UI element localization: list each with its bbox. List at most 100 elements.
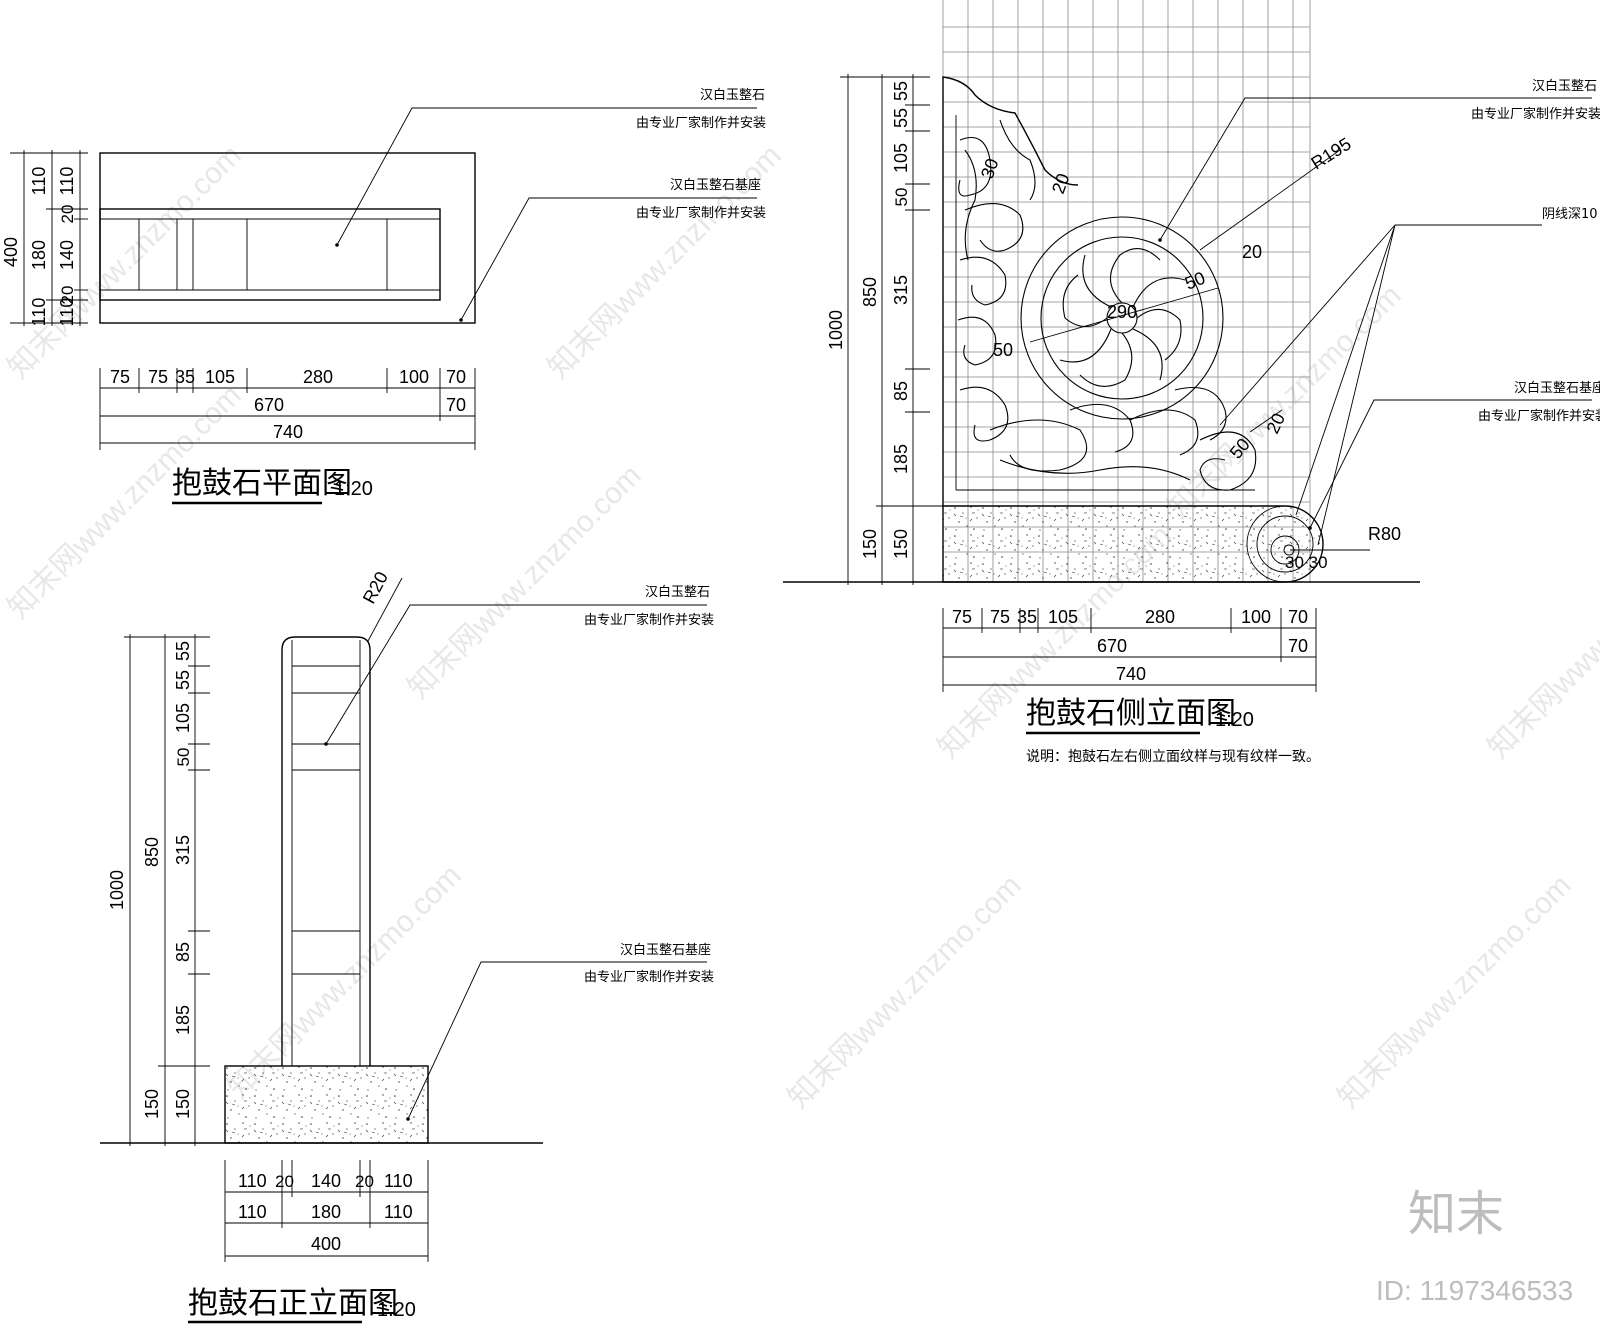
- image-id: ID: 1197346533: [1376, 1275, 1573, 1306]
- watermark-layer: 知末网www.znzmo.com 知末网www.znzmo.com 知末网www…: [2, 139, 1600, 1115]
- side-dim-mid-0: 850: [860, 277, 880, 307]
- front-dim-b3: 400: [311, 1234, 341, 1254]
- side-dim-b1-0: 75: [952, 607, 972, 627]
- front-base-label-1: 汉白玉整石基座: [620, 942, 711, 958]
- front-dim-in-3: 50: [174, 748, 193, 767]
- side-d50a: 50: [993, 340, 1013, 360]
- side-base-label-2: 由专业厂家制作并安装: [1478, 408, 1600, 424]
- side-dim-b2-1: 70: [1288, 636, 1308, 656]
- plan-stone-label-2: 由专业厂家制作并安装: [636, 115, 766, 131]
- side-dim-in-6: 185: [891, 444, 911, 474]
- front-dim-in-5: 85: [173, 942, 193, 962]
- side-title: 抱鼓石侧立面图: [1026, 696, 1236, 731]
- plan-base-label-1: 汉白玉整石基座: [670, 177, 761, 193]
- plan-dim-mid-0: 110: [29, 167, 49, 196]
- side-dim-b1-2: 35: [1017, 607, 1037, 627]
- side-note: 说明：抱鼓石左右侧立面纹样与现有纹样一致。: [1026, 749, 1320, 765]
- plan-dim-b2-0: 670: [254, 395, 284, 415]
- side-elevation: R195 R80 290 50 50 50 20 20 20 30 30 30 …: [783, 0, 1600, 765]
- plan-dim-b1-5: 100: [399, 367, 429, 387]
- side-dim-in-4: 315: [891, 275, 911, 305]
- plan-dim-in-2: 140: [57, 240, 77, 270]
- plan-dim-outer: 400: [1, 237, 21, 267]
- side-dim-mid-1: 150: [860, 529, 880, 559]
- plan-scale: 1:20: [334, 478, 373, 500]
- side-dim-b3: 740: [1116, 664, 1146, 684]
- watermark-text: 知末网www.znzmo.com: [782, 869, 1028, 1115]
- side-stone-label-1: 汉白玉整石: [1532, 78, 1597, 94]
- plan-base-label-2: 由专业厂家制作并安装: [636, 205, 766, 221]
- plan-title: 抱鼓石平面图: [172, 466, 352, 501]
- watermark-text: 知末网www.znzmo.com: [402, 459, 648, 705]
- plan-dim-mid-2: 110: [29, 298, 49, 327]
- plan-stone-outline: [99, 208, 441, 301]
- side-scale: 1:20: [1215, 709, 1254, 731]
- plan-dim-in-4: 110: [57, 298, 77, 327]
- side-dim-in-7: 150: [891, 529, 911, 559]
- front-stone-outline: [281, 636, 371, 1066]
- side-dim-b1-1: 75: [990, 607, 1010, 627]
- plan-dim-b2-1: 70: [446, 395, 466, 415]
- watermark-text: 知末网www.znzmo.com: [1482, 519, 1600, 765]
- side-grid: [942, 0, 1311, 582]
- side-dim-b2-0: 670: [1097, 636, 1127, 656]
- side-dim-b1-4: 280: [1145, 607, 1175, 627]
- watermark-text: 知末网www.znzmo.com: [1332, 869, 1578, 1115]
- plan-dim-b1-2: 35: [175, 367, 195, 387]
- front-dim-mid-1: 150: [142, 1089, 162, 1119]
- front-stone-label-1: 汉白玉整石: [645, 584, 710, 600]
- plan-dim-b1-4: 280: [303, 367, 333, 387]
- side-d20b: 20: [1242, 242, 1262, 262]
- side-r195: R195: [1308, 134, 1355, 174]
- front-dim-outer: 1000: [107, 870, 127, 910]
- plan-dim-mid-1: 180: [29, 240, 49, 270]
- side-groove-label: 阴线深10: [1542, 207, 1598, 222]
- side-d290: 290: [1107, 302, 1137, 322]
- front-scale: 1:20: [377, 1299, 416, 1321]
- plan-dim-in-1: 20: [58, 205, 77, 224]
- watermark-text: 知末网www.znzmo.com: [542, 139, 788, 385]
- side-dim-b1-3: 105: [1048, 607, 1078, 627]
- side-dim-b1-6: 70: [1288, 607, 1308, 627]
- plan-dim-b1-6: 70: [446, 367, 466, 387]
- front-dim-in-1: 55: [173, 670, 193, 690]
- side-stone-outline: [942, 76, 1079, 506]
- side-d50b: 50: [1182, 268, 1208, 294]
- front-dim-b1-4: 110: [384, 1171, 413, 1191]
- side-base-block: [942, 505, 1324, 583]
- front-radius: R20: [359, 568, 392, 607]
- front-dim-in-4: 315: [173, 835, 193, 865]
- side-base-label-1: 汉白玉整石基座: [1514, 380, 1600, 396]
- side-d30: 30: [977, 156, 1003, 182]
- front-dim-in-6: 185: [173, 1005, 193, 1035]
- side-dim-in-1: 55: [891, 108, 911, 128]
- side-stone-label-2: 由专业厂家制作并安装: [1471, 106, 1600, 122]
- front-title: 抱鼓石正立面图: [188, 1286, 398, 1321]
- brand-logo-text: 知末: [1408, 1186, 1504, 1242]
- side-d3030: 30 30: [1285, 553, 1328, 572]
- side-r80: R80: [1368, 524, 1401, 544]
- plan-dim-b1-0: 75: [110, 367, 130, 387]
- side-dim-b1-5: 100: [1241, 607, 1271, 627]
- front-elevation: R20 汉白玉整石 由专业厂家制作并安装 汉白玉整石基座 由专业厂家制作并安装 …: [100, 568, 714, 1324]
- side-dim-in-3: 50: [892, 188, 911, 207]
- side-dim-in-5: 85: [891, 381, 911, 401]
- front-dim-in-2: 105: [173, 703, 193, 733]
- front-dim-in-0: 55: [173, 641, 193, 661]
- plan-dim-b1-1: 75: [148, 367, 168, 387]
- front-base-label-2: 由专业厂家制作并安装: [584, 969, 714, 985]
- side-d20a: 20: [1048, 171, 1074, 197]
- side-cloud-ornament: [957, 119, 1257, 491]
- side-dim-in-0: 55: [891, 81, 911, 101]
- front-dim-b1-0: 110: [238, 1171, 267, 1191]
- plan-dim-in-3: 20: [58, 286, 77, 305]
- plan-dim-in-0: 110: [57, 167, 77, 196]
- front-dim-b2-0: 110: [238, 1202, 267, 1222]
- front-dim-mid-0: 850: [142, 837, 162, 867]
- plan-view: 汉白玉整石 由专业厂家制作并安装 汉白玉整石基座 由专业厂家制作并安装 75 7…: [1, 87, 766, 505]
- plan-dim-b1-3: 105: [205, 367, 235, 387]
- front-dim-b2-2: 110: [384, 1202, 413, 1222]
- front-dim-b1-2: 140: [311, 1171, 341, 1191]
- side-drum-ornament: [1020, 216, 1224, 420]
